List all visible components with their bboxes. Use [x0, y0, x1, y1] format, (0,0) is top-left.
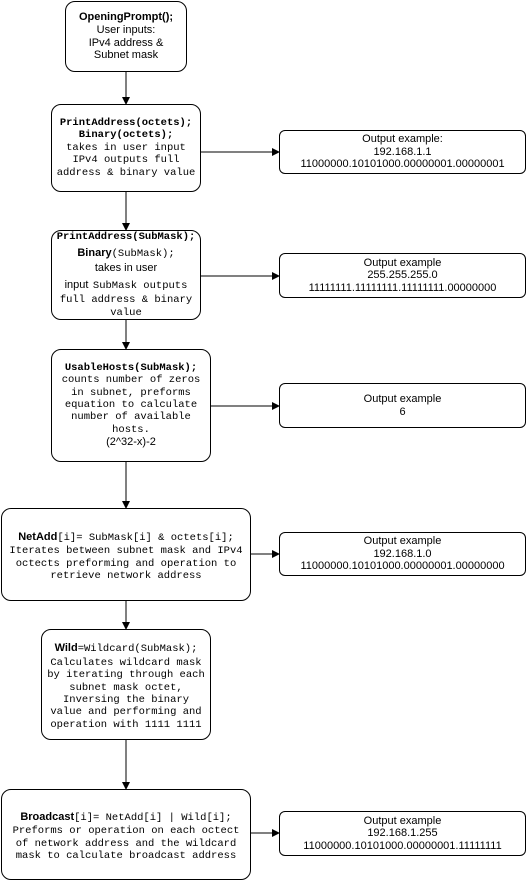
step-wildcard-line: Calculates wildcard mask — [50, 656, 202, 669]
output-example-hosts: Output example 6 — [279, 383, 526, 428]
step-print-submask-input-rest: SubMask outputs — [92, 280, 188, 293]
step-print-submask-binary: Binary(SubMask); — [77, 243, 174, 262]
step-print-submask-line: value — [110, 306, 142, 319]
step-opening-prompt-code: OpeningPrompt(); — [78, 10, 174, 23]
step-broadcast-code-keyword: Broadcast — [20, 810, 75, 823]
step-wildcard-code-rest: =Wildcard(SubMask); — [77, 642, 198, 655]
step-print-submask-binary-keyword: Binary — [77, 247, 112, 260]
step-broadcast-code-rest: [i]= NetAdd[i] | Wild[i]; — [74, 811, 232, 824]
step-wildcard-line: Inversing the binary — [62, 693, 190, 706]
step-network-address-code-rest: [i]= SubMask[i] & octets[i]; — [57, 531, 234, 544]
step-wildcard-line: subnet mask octet, — [69, 681, 183, 694]
output-example-value: 6 — [399, 405, 406, 418]
step-print-submask-input-line: input SubMask outputs — [65, 275, 188, 294]
step-broadcast-line: Preforms or operation on each octect — [12, 825, 240, 838]
output-example-binary: 11000000.10101000.00000001.11111111 — [303, 839, 502, 852]
output-example-submask: Output example 255.255.255.0 11111111.11… — [279, 253, 526, 298]
output-example-title: Output example — [363, 392, 442, 405]
output-example-title: Output example — [363, 814, 442, 827]
step-print-submask-code: PrintAddress(SubMask); — [56, 231, 196, 244]
step-wildcard-code-keyword: Wild — [54, 641, 78, 654]
step-network-address-line: octects preforming and operation to — [15, 557, 237, 570]
output-example-title: Output example: — [362, 133, 443, 146]
step-broadcast-line: of network address and the wildcard — [15, 837, 237, 850]
step-broadcast-code: Broadcast[i]= NetAdd[i] | Wild[i]; — [20, 807, 231, 826]
output-example-network: Output example 192.168.1.0 11000000.1010… — [279, 532, 526, 576]
output-example-value: 192.168.1.1 — [373, 145, 432, 158]
step-wildcard-line: value and performing and — [50, 706, 202, 719]
step-print-address-code: Binary(octets); — [78, 129, 174, 142]
step-print-address-line: IPv4 outputs full — [72, 154, 180, 167]
step-usable-hosts-line: equation to calculate — [64, 399, 198, 412]
step-print-address-line: address & binary value — [56, 166, 196, 179]
step-usable-hosts-formula: (2^32-x)-2 — [106, 436, 156, 449]
output-example-binary: 11000000.10101000.00000001.00000000 — [300, 560, 505, 573]
step-opening-prompt: OpeningPrompt(); User inputs: IPv4 addre… — [65, 1, 187, 72]
step-opening-prompt-line: User inputs: — [96, 23, 156, 36]
step-print-address: PrintAddress(octets); Binary(octets); ta… — [51, 104, 201, 192]
step-wildcard-line: by iterating through each — [47, 669, 205, 682]
step-opening-prompt-line: Subnet mask — [93, 49, 159, 62]
step-print-submask-binary-arg: (SubMask); — [111, 248, 175, 261]
step-usable-hosts-code: UsableHosts(SubMask); — [64, 361, 198, 374]
output-example-ipv4: Output example: 192.168.1.1 11000000.101… — [279, 130, 526, 174]
step-broadcast-line: mask to calculate broadcast address — [15, 850, 237, 863]
output-example-binary: 11000000.10101000.00000001.00000001 — [300, 158, 505, 171]
step-usable-hosts-line: hosts. — [112, 423, 150, 436]
output-example-value: 192.168.1.255 — [367, 827, 438, 840]
output-example-value: 192.168.1.0 — [373, 547, 432, 560]
step-print-submask-line: takes in user — [94, 262, 158, 275]
step-usable-hosts-line: number of available — [71, 411, 191, 424]
step-wildcard-code: Wild=Wildcard(SubMask); — [55, 638, 198, 657]
output-example-title: Output example — [363, 535, 442, 548]
step-network-address-line: retrieve network address — [50, 570, 202, 583]
step-usable-hosts: UsableHosts(SubMask); counts number of z… — [51, 349, 211, 462]
step-usable-hosts-line: in subnet, preforms — [71, 386, 191, 399]
step-print-submask-input-word: input — [64, 279, 89, 292]
output-example-value: 255.255.255.0 — [367, 269, 438, 282]
step-network-address-line: Iterates between subnet mask and IPv4 — [9, 545, 243, 558]
step-print-submask-line: full address & binary — [59, 294, 193, 307]
step-network-address: NetAdd[i]= SubMask[i] & octets[i]; Itera… — [1, 508, 251, 601]
step-opening-prompt-line: IPv4 address & — [88, 36, 164, 49]
step-print-address-code: PrintAddress(octets); — [59, 117, 193, 130]
step-wildcard: Wild=Wildcard(SubMask); Calculates wildc… — [41, 629, 211, 740]
output-example-title: Output example — [363, 256, 442, 269]
step-network-address-code-keyword: NetAdd — [18, 530, 58, 543]
step-broadcast: Broadcast[i]= NetAdd[i] | Wild[i]; Prefo… — [1, 789, 251, 880]
step-wildcard-line: operation with 1111 1111 — [50, 718, 202, 731]
step-usable-hosts-line: counts number of zeros — [61, 374, 201, 387]
step-print-submask: PrintAddress(SubMask); Binary(SubMask); … — [51, 230, 201, 320]
step-network-address-code: NetAdd[i]= SubMask[i] & octets[i]; — [18, 527, 234, 546]
output-example-binary: 11111111.11111111.11111111.00000000 — [308, 281, 497, 294]
output-example-broadcast: Output example 192.168.1.255 11000000.10… — [279, 811, 526, 856]
step-print-address-line: takes in user input — [66, 141, 186, 154]
